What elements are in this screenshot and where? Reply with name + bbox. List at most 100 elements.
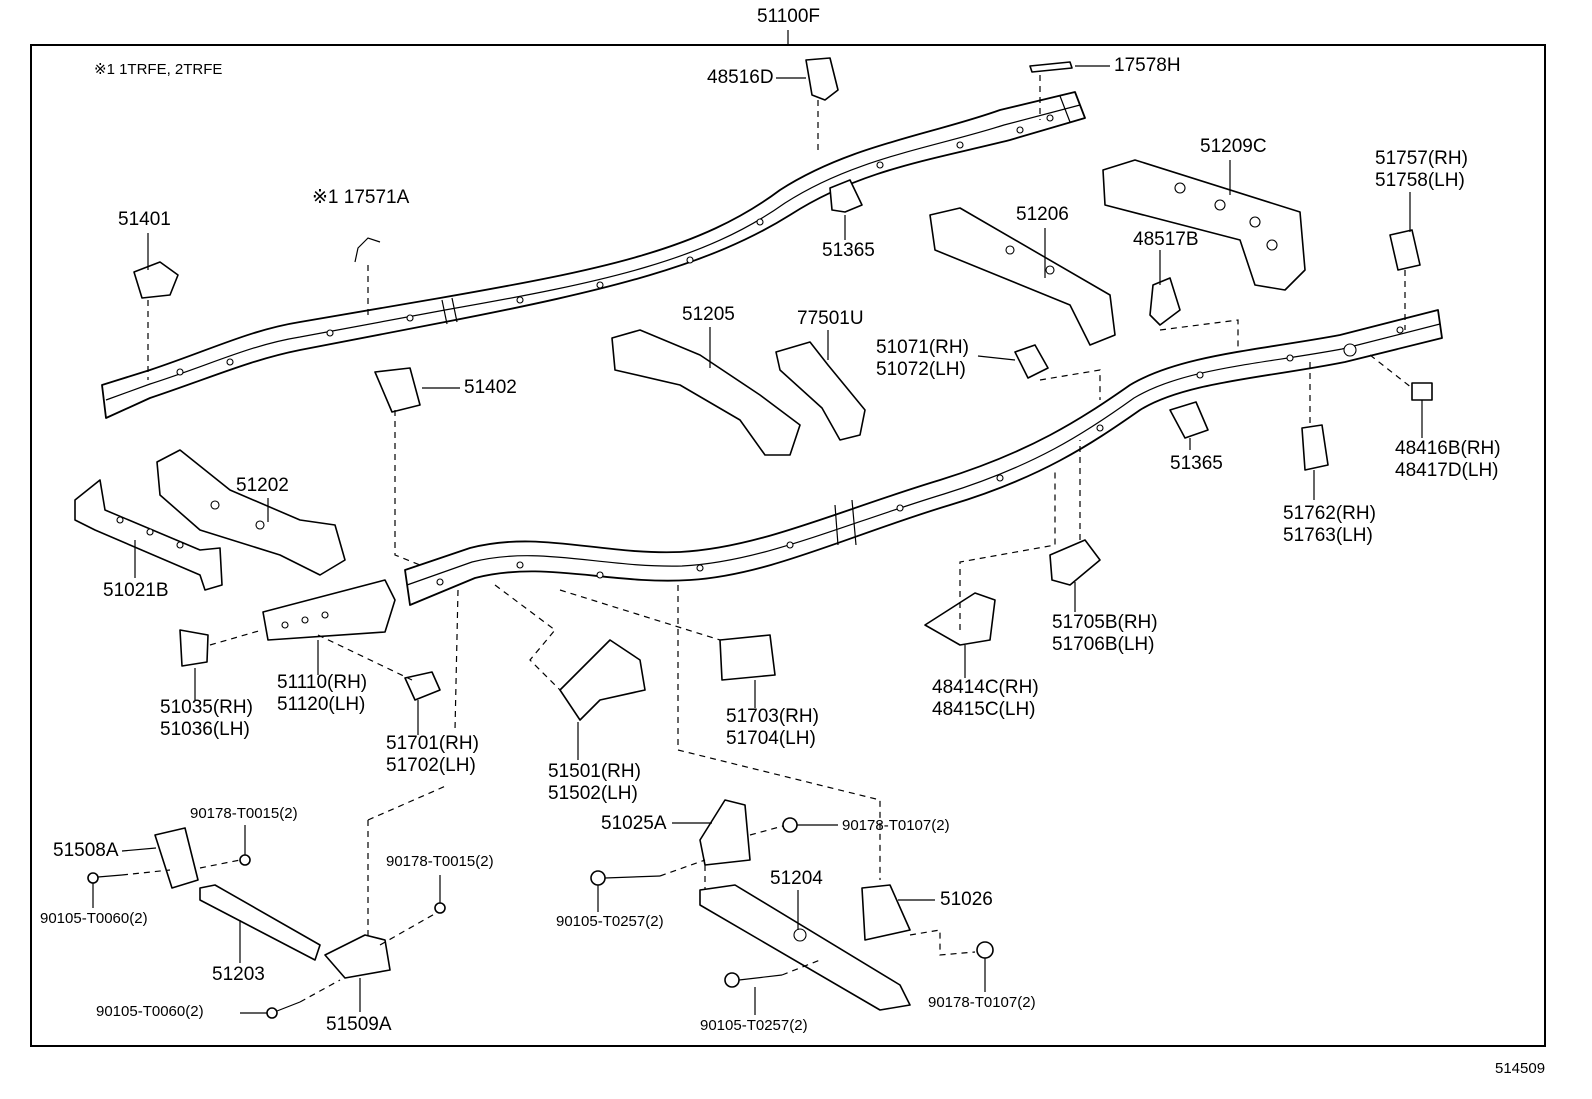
crossmember-51202-shape (156, 449, 346, 576)
bracket-51757-shape (1389, 229, 1421, 271)
part-number-line: 90105-T0257(2) (700, 1017, 808, 1034)
part-label-48414c: 48414C(RH)48415C(LH) (932, 677, 1039, 721)
part-label-51026: 51026 (940, 889, 993, 911)
part-number-line: 90178-T0015(2) (190, 805, 298, 822)
bracket-51365a-shape (829, 179, 863, 213)
part-number-line: 51365 (822, 240, 875, 261)
part-number-line: 51021B (103, 580, 169, 601)
part-number-line: 48416B(RH) (1395, 438, 1501, 459)
part-label-51025a: 51025A (601, 813, 667, 835)
part-label-90178-t0107b: 90178-T0107(2) (928, 994, 1036, 1012)
crossmember-51209c-shape (1102, 159, 1306, 291)
part-number-line: 77501U (797, 308, 864, 329)
figure-number: 514509 (1495, 1060, 1546, 1077)
hose-17571a-shape (354, 237, 381, 263)
bracket-51701-shape (404, 671, 441, 701)
part-label-51703: 51703(RH)51704(LH) (726, 706, 819, 750)
crossmember-51203-shape (199, 884, 321, 961)
part-label-51762: 51762(RH)51763(LH) (1283, 503, 1376, 547)
assembly-label: 51100F (757, 6, 821, 27)
plate-51035-shape (179, 629, 209, 667)
part-number-line: 90178-T0107(2) (842, 817, 950, 834)
part-number-line: 90105-T0060(2) (40, 910, 148, 927)
part-label-90178-t0015b: 90178-T0015(2) (386, 853, 494, 871)
bracket-51071-shape (1014, 344, 1049, 379)
part-number-line: 51120(LH) (277, 694, 366, 715)
part-label-51401: 51401 (118, 209, 171, 231)
part-label-51021b: 51021B (103, 580, 169, 602)
crossmember-51204-shape (699, 884, 911, 1011)
part-label-51204: 51204 (770, 868, 823, 890)
part-label-51701: 51701(RH)51702(LH) (386, 733, 479, 777)
part-number-line: 51758(LH) (1375, 170, 1465, 191)
part-number-line: 51026 (940, 889, 993, 910)
part-number-line: 51706B(LH) (1052, 634, 1155, 655)
part-number-line: 51703(RH) (726, 706, 819, 727)
part-number-line: 51401 (118, 209, 171, 230)
bolt-90105-t0060a-shape (87, 872, 123, 884)
part-label-48516d: 48516D (707, 67, 774, 89)
right-frame-rail (404, 309, 1443, 606)
part-number-line: 51206 (1016, 204, 1069, 225)
part-number-line: 90105-T0060(2) (96, 1003, 204, 1020)
part-number-line: 90178-T0015(2) (386, 853, 494, 870)
part-label-51205: 51205 (682, 304, 735, 326)
part-label-51365a: 51365 (822, 240, 875, 262)
bracket-51401-shape (133, 261, 179, 299)
bracket-51501-shape (559, 639, 646, 721)
part-number-line: 17578H (1114, 55, 1181, 76)
part-number-line: ※1 17571A (312, 187, 410, 208)
crossmember-51205-shape (611, 329, 801, 456)
part-label-51402: 51402 (464, 377, 517, 399)
bracket-51509a-shape (324, 934, 391, 979)
part-label-90105-t0257b: 90105-T0257(2) (700, 1017, 808, 1035)
part-label-51501: 51501(RH)51502(LH) (548, 761, 641, 805)
part-number-line: 90105-T0257(2) (556, 913, 664, 930)
part-label-51035: 51035(RH)51036(LH) (160, 697, 253, 741)
part-label-51071: 51071(RH)51072(LH) (876, 337, 969, 381)
extension-51110-shape (262, 579, 396, 641)
bushing-48416b-shape (1411, 382, 1433, 401)
part-label-17578h: 17578H (1114, 55, 1181, 77)
part-label-17571a: ※1 17571A (312, 187, 409, 209)
bracket-51762-shape (1301, 424, 1329, 471)
part-number-line: 51035(RH) (160, 697, 253, 718)
part-number-line: 51204 (770, 868, 823, 889)
left-frame-rail (101, 91, 1086, 419)
part-label-51209c: 51209C (1200, 136, 1267, 158)
part-label-51365b: 51365 (1170, 453, 1223, 475)
part-label-48517b: 48517B (1133, 229, 1199, 251)
part-number-line: 48417D(LH) (1395, 460, 1499, 481)
part-label-51203: 51203 (212, 964, 265, 986)
assembly-dashed-lines (121, 75, 1413, 1003)
bracket-51703-shape (719, 634, 776, 681)
part-number-line: 51704(LH) (726, 728, 816, 749)
part-label-51509a: 51509A (326, 1014, 392, 1036)
part-number-line: 51110(RH) (277, 672, 368, 693)
part-label-51705b: 51705B(RH)51706B(LH) (1052, 612, 1158, 656)
part-number-line: 51203 (212, 964, 265, 985)
part-label-51202: 51202 (236, 475, 289, 497)
part-number-line: 48516D (707, 67, 774, 88)
part-number-line: 51072(LH) (876, 359, 966, 380)
part-number-line: 51209C (1200, 136, 1267, 157)
bracket-48516d-shape (805, 57, 839, 101)
engine-note: ※1 1TRFE, 2TRFE (94, 61, 223, 78)
part-label-51508a: 51508A (53, 840, 119, 862)
part-label-48416b: 48416B(RH)48417D(LH) (1395, 438, 1501, 482)
crossmember-51021b-shape (74, 479, 223, 591)
part-label-77501u: 77501U (797, 308, 864, 330)
part-label-90105-t0257a: 90105-T0257(2) (556, 913, 664, 931)
part-number-line: 51508A (53, 840, 119, 861)
bolt-90105-t0257b-shape (724, 972, 783, 988)
bracket-51705b-shape (1049, 539, 1101, 586)
crossmember-77501u-shape (775, 341, 866, 441)
part-number-line: 51202 (236, 475, 289, 496)
part-number-line: 90178-T0107(2) (928, 994, 1036, 1011)
part-label-51110: 51110(RH)51120(LH) (277, 672, 367, 716)
part-number-line: 48414C(RH) (932, 677, 1039, 698)
part-number-line: 48517B (1133, 229, 1199, 250)
part-number-line: 48415C(LH) (932, 699, 1036, 720)
crossmember-51206-shape (929, 207, 1116, 346)
